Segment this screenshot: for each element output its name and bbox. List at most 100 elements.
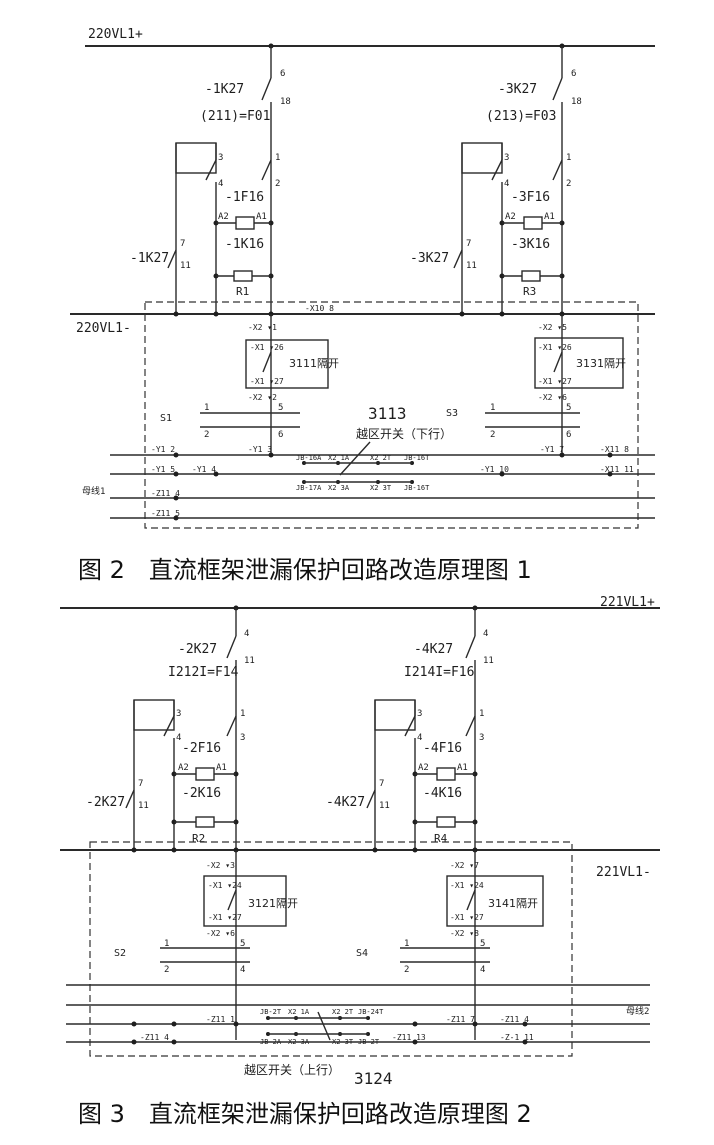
svg-text:5: 5 <box>278 403 283 413</box>
svg-text:X2 1A: X2 1A <box>328 454 350 462</box>
svg-text:JB-16T: JB-16T <box>404 484 430 492</box>
svg-text:4: 4 <box>417 733 422 743</box>
fig3-switch-left: -X2 ▾3 -X1 ▾24 -X1 ▾27 -X2 ▾6 3121隔开 <box>203 850 298 1040</box>
svg-text:4: 4 <box>504 179 509 189</box>
fig3-relay-left-label: -2K27 <box>178 642 217 657</box>
svg-text:-X1 ▾24: -X1 ▾24 <box>450 881 484 890</box>
fig3-bus-negative-label: 221VL1- <box>596 865 651 880</box>
svg-text:-X2 ▾8: -X2 ▾8 <box>450 929 479 938</box>
svg-text:JB-17A: JB-17A <box>296 484 322 492</box>
fig3-switch-right-label: 3141隔开 <box>488 897 538 910</box>
svg-text:A2: A2 <box>418 763 429 773</box>
fig3-s4-label: S4 <box>356 948 368 959</box>
svg-text:1: 1 <box>566 153 571 163</box>
fig3-coil-right-label: -4K16 <box>423 786 462 801</box>
fig2-switch-right-label: 3131隔开 <box>576 357 626 370</box>
svg-text:1: 1 <box>490 403 495 413</box>
fig2-breaker-left-label: -1F16 <box>225 190 264 205</box>
svg-text:-Z11 5: -Z11 5 <box>151 509 180 518</box>
svg-text:-Y1 2: -Y1 2 <box>151 445 175 454</box>
svg-text:2: 2 <box>490 430 495 440</box>
figure-3: 221VL1+ 4 11 -2K27 I212I=F14 3 4 1 3 -2F… <box>60 595 660 1128</box>
fig2-relay-right-label: -3K27 <box>498 82 537 97</box>
svg-text:3: 3 <box>417 709 422 719</box>
fig3-fuse-right-label: I214I=F16 <box>404 665 474 680</box>
svg-text:A1: A1 <box>256 212 267 222</box>
fig2-switch-left: -X2 ▾1 -X1 ▾26 -X1 ▾27 -X2 ▾2 3111隔开 <box>245 314 339 455</box>
fig3-breaker-left-label: -2F16 <box>182 741 221 756</box>
svg-text:-Z11 4: -Z11 4 <box>151 489 180 498</box>
svg-text:X2 1A: X2 1A <box>288 1008 310 1016</box>
svg-text:11: 11 <box>483 656 494 666</box>
svg-text:18: 18 <box>571 97 582 107</box>
svg-text:A1: A1 <box>216 763 227 773</box>
svg-text:-Z11 13: -Z11 13 <box>392 1033 426 1042</box>
svg-text:JB-2A: JB-2A <box>260 1038 282 1046</box>
svg-text:-X1 ▾26: -X1 ▾26 <box>250 343 284 352</box>
svg-text:7: 7 <box>466 239 471 249</box>
svg-text:-X2 ▾3: -X2 ▾3 <box>206 861 235 870</box>
svg-text:7: 7 <box>379 779 384 789</box>
fig3-switch-left-label: 3121隔开 <box>248 897 298 910</box>
svg-text:-Z11 4: -Z11 4 <box>500 1015 529 1024</box>
svg-text:-Z-1 11: -Z-1 11 <box>500 1033 534 1042</box>
fig2-bus-positive-label: 220VL1+ <box>88 27 143 42</box>
fig3-mid-label: 越区开关（上行） <box>244 1063 340 1077</box>
svg-text:6: 6 <box>278 430 283 440</box>
fig2-s1-label: S1 <box>160 413 172 424</box>
svg-text:3: 3 <box>479 733 484 743</box>
svg-text:11: 11 <box>466 261 477 271</box>
svg-text:-X2 ▾5: -X2 ▾5 <box>538 323 567 332</box>
svg-text:2: 2 <box>275 179 280 189</box>
svg-text:3: 3 <box>240 733 245 743</box>
svg-text:-X11 11: -X11 11 <box>600 465 634 474</box>
svg-text:18: 18 <box>280 97 291 107</box>
fig2-frame <box>144 301 639 529</box>
fig3-coil-left-label: -2K16 <box>182 786 221 801</box>
fig3-fuse-left-label: I212I=F14 <box>168 665 239 680</box>
fig2-switch-right: -X2 ▾5 -X1 ▾26 -X1 ▾27 -X2 ▾6 3131隔开 <box>534 314 626 455</box>
fig2-fuse-left-label: (211)=F01 <box>200 109 270 124</box>
svg-text:-X2 ▾6: -X2 ▾6 <box>538 393 567 402</box>
fig2-left-branch: 6 18 -1K27 (211)=F01 3 4 1 2 -1F16 A2 A1… <box>130 43 291 312</box>
fig2-coil-right-label: -3K16 <box>511 237 550 252</box>
svg-text:-Z11 4: -Z11 4 <box>140 1033 169 1042</box>
svg-text:7: 7 <box>138 779 143 789</box>
fig2-s3-label: S3 <box>446 408 458 419</box>
svg-text:-X1 ▾26: -X1 ▾26 <box>538 343 572 352</box>
svg-text:3: 3 <box>504 153 509 163</box>
svg-text:-Z11 7: -Z11 7 <box>446 1015 475 1024</box>
svg-text:-Y1 5: -Y1 5 <box>151 465 175 474</box>
svg-text:X2 3A: X2 3A <box>288 1038 310 1046</box>
svg-text:A1: A1 <box>457 763 468 773</box>
svg-text:7: 7 <box>180 239 185 249</box>
fig2-aux-left-label: -1K27 <box>130 251 169 266</box>
svg-text:X2 3T: X2 3T <box>370 484 392 492</box>
svg-text:-X1 ▾24: -X1 ▾24 <box>208 881 242 890</box>
svg-text:JB-16T: JB-16T <box>404 454 430 462</box>
svg-text:-X10 8: -X10 8 <box>305 304 334 313</box>
svg-text:-X2 ▾7: -X2 ▾7 <box>450 861 479 870</box>
svg-text:-Y1 10: -Y1 10 <box>480 465 509 474</box>
fig3-frame <box>89 841 573 1057</box>
fig3-s2-label: S2 <box>114 948 126 959</box>
fig2-resistor-left-label: R1 <box>236 285 249 298</box>
fig3-side-label: 母线2 <box>626 1005 649 1017</box>
svg-text:4: 4 <box>483 629 488 639</box>
svg-text:JB-2T: JB-2T <box>260 1008 282 1016</box>
svg-text:A1: A1 <box>544 212 555 222</box>
svg-text:A2: A2 <box>505 212 516 222</box>
svg-text:4: 4 <box>244 629 249 639</box>
fig2-relay-left-label: -1K27 <box>205 82 244 97</box>
svg-text:1: 1 <box>275 153 280 163</box>
svg-text:-Z11 1: -Z11 1 <box>206 1015 235 1024</box>
svg-text:-X1 ▾27: -X1 ▾27 <box>250 377 284 386</box>
svg-text:-X1 ▾27: -X1 ▾27 <box>208 913 242 922</box>
svg-text:-Y1 7: -Y1 7 <box>540 445 564 454</box>
svg-text:-X1 ▾27: -X1 ▾27 <box>450 913 484 922</box>
svg-text:1: 1 <box>404 939 409 949</box>
fig2-aux-right-label: -3K27 <box>410 251 449 266</box>
fig3-terminal-block: JB-2T X2 1A X2 2T JB-24T JB-2A X2 3A X2 … <box>260 1008 384 1046</box>
svg-text:JB-16A: JB-16A <box>296 454 322 462</box>
